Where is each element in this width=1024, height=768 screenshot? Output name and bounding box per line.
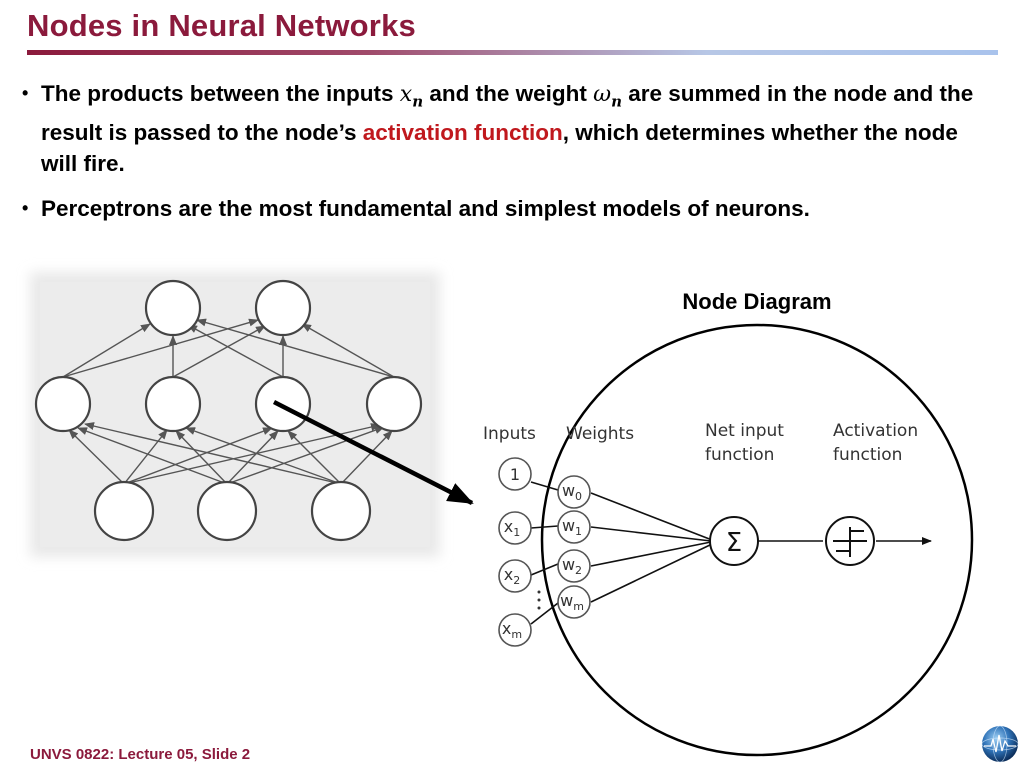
- summation-symbol: Σ: [726, 528, 742, 558]
- weight-variable-subscript: n: [611, 92, 622, 111]
- bullet-text: The products between the inputs: [41, 81, 400, 106]
- weight-variable: ωn: [593, 82, 622, 111]
- input-neuron: [93, 480, 155, 542]
- input-node-label: xm: [502, 619, 522, 641]
- input-neuron: [196, 480, 258, 542]
- summation-node: [709, 516, 759, 566]
- university-logo-globe-icon: [981, 725, 1019, 763]
- weights-header: Weights: [566, 424, 634, 444]
- output-neuron: [144, 279, 202, 337]
- node-diagram-title: Node Diagram: [682, 289, 831, 314]
- input-node: [498, 457, 532, 491]
- weight-node: [557, 475, 591, 509]
- activation-function-highlight: activation function: [362, 120, 563, 146]
- weight-node: [557, 585, 591, 619]
- weight-node: [557, 549, 591, 583]
- input-variable-symbol: x: [399, 82, 413, 107]
- weight-variable-symbol: ω: [593, 82, 612, 107]
- activation-label-line1: Activation: [833, 421, 918, 441]
- bullet-dot: •: [22, 198, 29, 219]
- input-variable: xn: [399, 82, 424, 111]
- hidden-neuron: [365, 375, 423, 433]
- weight-node-label: w0: [562, 481, 582, 503]
- bullet-dot: •: [22, 83, 29, 103]
- hidden-neuron: [254, 375, 312, 433]
- net-input-label-line1: Net input: [705, 421, 784, 441]
- weight-node: [557, 510, 591, 544]
- input-neuron: [310, 480, 372, 542]
- bullet-text: and the weight: [423, 81, 594, 106]
- weight-node-label: w1: [562, 516, 582, 538]
- input-node: [498, 511, 532, 545]
- step-function-icon: [833, 527, 867, 557]
- input-node-label: x1: [504, 517, 520, 539]
- node-diagram-connections: [530, 481, 932, 625]
- inputs-header: Inputs: [483, 424, 536, 444]
- slide-title: Nodes in Neural Networks: [27, 8, 416, 43]
- weight-node-label: w2: [562, 555, 582, 577]
- bullet-text: , which determines whether the node will…: [41, 120, 958, 177]
- bullet-item: • The products between the inputs xn and…: [22, 78, 982, 179]
- bullet-text: Perceptrons are the most fundamental and…: [41, 196, 810, 222]
- bullet-list: • The products between the inputs xn and…: [22, 78, 982, 224]
- node-diagram: Node Diagram Inputs Weights Net input fu…: [483, 289, 974, 757]
- zoom-arrow: [272, 399, 474, 506]
- bullet-item: • Perceptrons are the most fundamental a…: [22, 193, 982, 224]
- title-divider: [27, 50, 998, 55]
- input-node-label: x2: [504, 565, 520, 587]
- input-node: [498, 613, 532, 647]
- bullet-text: are summed in the node and the result is…: [41, 81, 974, 146]
- input-variable-subscript: n: [412, 92, 424, 111]
- weight-node-label: wm: [560, 591, 584, 613]
- node-diagram-circle: [540, 323, 974, 757]
- activation-label-line2: function: [833, 445, 902, 465]
- input-node-label: 1: [510, 465, 520, 484]
- output-neuron: [254, 279, 312, 337]
- input-node: [498, 559, 532, 593]
- neural-network-illustration: [30, 272, 440, 557]
- network-nodes: [34, 279, 423, 542]
- net-input-label-line2: function: [705, 445, 774, 465]
- hidden-neuron: [144, 375, 202, 433]
- ellipsis-icon: [537, 590, 541, 610]
- network-connections: [62, 318, 395, 485]
- hidden-neuron: [34, 375, 92, 433]
- slide-footer: UNVS 0822: Lecture 05, Slide 2: [30, 746, 251, 763]
